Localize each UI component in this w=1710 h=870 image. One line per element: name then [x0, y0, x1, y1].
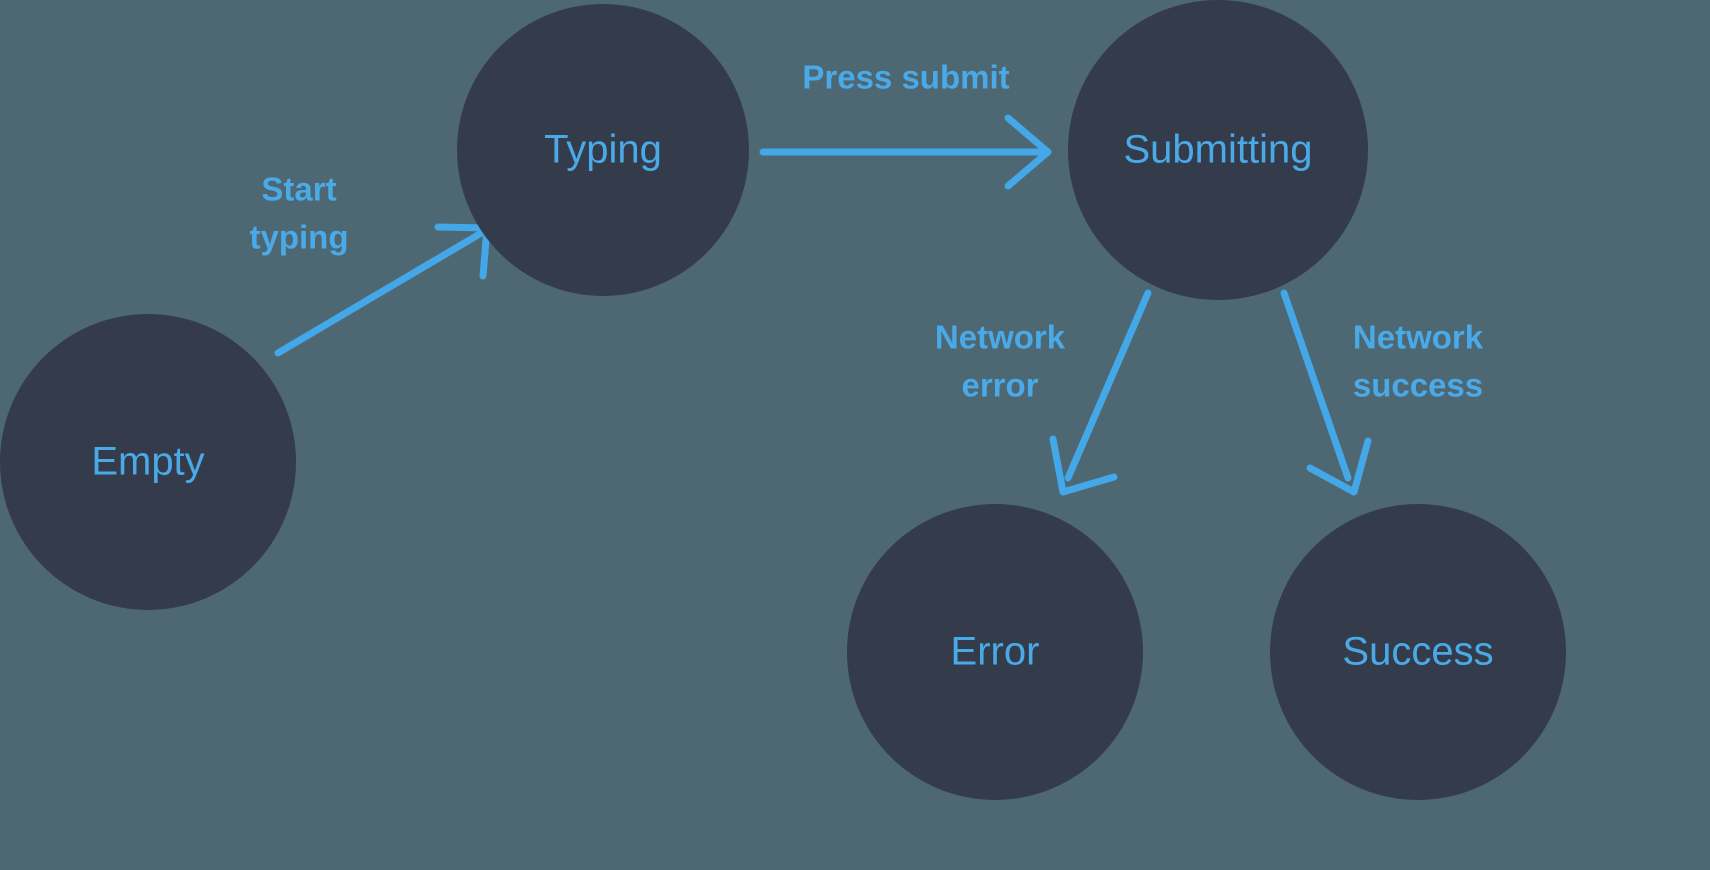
network-success-arrowhead [1306, 437, 1372, 496]
transition-network-error [1049, 289, 1152, 496]
start-typing-label-line-2: typing [250, 219, 349, 256]
transition-network-success [1280, 289, 1372, 496]
typing-label: Typing [544, 128, 662, 172]
press-submit-arrowhead [1004, 114, 1052, 190]
transition-press-submit [759, 114, 1052, 190]
network-success-label-line-2: success [1353, 367, 1483, 404]
state-node-error[interactable]: Error [847, 504, 1143, 800]
typing-circle[interactable] [457, 4, 749, 296]
network-error-line [1064, 289, 1152, 482]
submitting-circle[interactable] [1068, 0, 1368, 300]
network-error-label-line-1: Network [935, 319, 1066, 356]
submitting-label: Submitting [1124, 128, 1313, 172]
empty-circle[interactable] [0, 314, 296, 610]
start-typing-label-line-1: Start [261, 171, 336, 208]
transition-label-press-submit: Press submit [802, 59, 1009, 96]
network-success-line [1280, 289, 1352, 482]
state-node-empty[interactable]: Empty [0, 314, 296, 610]
error-label: Error [951, 630, 1040, 674]
transition-label-network-success: Network success [1353, 319, 1484, 404]
transition-label-start-typing: Start typing [250, 171, 349, 256]
state-node-submitting[interactable]: Submitting [1068, 0, 1368, 300]
success-label: Success [1342, 630, 1493, 674]
network-success-label-line-1: Network [1353, 319, 1484, 356]
state-node-success[interactable]: Success [1270, 504, 1566, 800]
network-error-label-line-2: error [961, 367, 1038, 404]
success-circle[interactable] [1270, 504, 1566, 800]
transition-label-network-error: Network error [935, 319, 1066, 404]
error-circle[interactable] [847, 504, 1143, 800]
network-error-arrowhead [1049, 435, 1118, 496]
start-typing-line [274, 228, 487, 357]
empty-label: Empty [91, 440, 204, 484]
state-node-typing[interactable]: Typing [457, 4, 749, 296]
press-submit-label-line-1: Press submit [802, 59, 1009, 96]
